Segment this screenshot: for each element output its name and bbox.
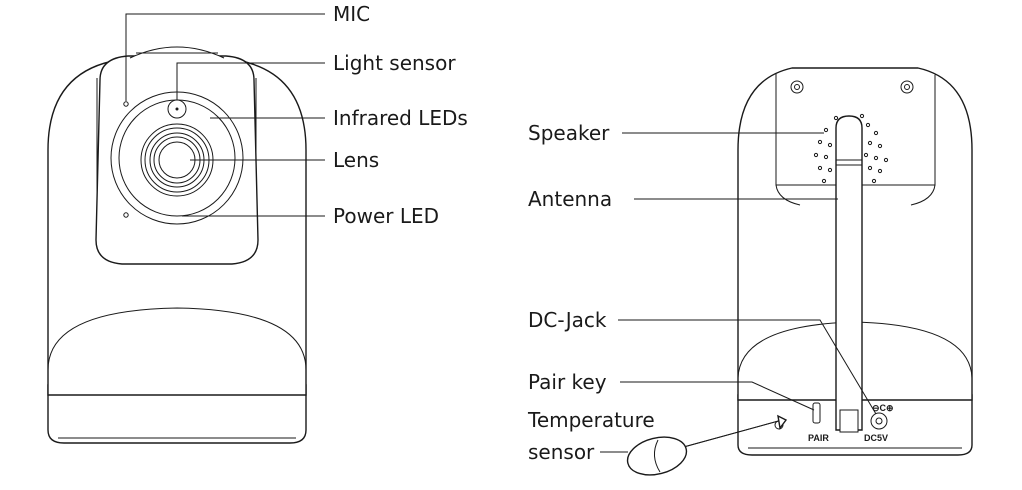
- probe-head: [626, 436, 688, 476]
- label-infrared-leds: Infrared LEDs: [333, 106, 468, 130]
- label-speaker: Speaker: [528, 121, 610, 145]
- antenna: [835, 115, 863, 431]
- label-pair-key: Pair key: [528, 370, 607, 394]
- label-power-led: Power LED: [333, 204, 439, 228]
- light-sensor-leader: [176, 62, 325, 100]
- front-base: [47, 384, 307, 444]
- camera-front-view: [47, 46, 307, 444]
- pair-key-button: [812, 402, 821, 424]
- label-mic: MIC: [333, 2, 370, 26]
- front-callout-lines: [125, 13, 325, 217]
- temperature-probe: [626, 414, 788, 476]
- port-label-pair: PAIR: [808, 433, 829, 443]
- label-sensor: sensor: [528, 440, 595, 464]
- lens-glass: [158, 141, 196, 179]
- antenna-hinge: [839, 409, 859, 433]
- mic-leader: [125, 13, 325, 101]
- label-light-sensor: Light sensor: [333, 51, 456, 75]
- label-dc-jack: DC-Jack: [528, 308, 607, 332]
- back-callout-lines: [600, 132, 877, 453]
- label-lens: Lens: [333, 148, 379, 172]
- dc-jack-leader: [618, 319, 877, 415]
- camera-back-view: PAIR DC5V ⊖C⊕: [737, 67, 973, 456]
- front-lower-curve: [47, 307, 307, 371]
- label-antenna: Antenna: [528, 187, 612, 211]
- label-temperature: Temperature: [527, 408, 655, 432]
- power-led-dot: [123, 212, 129, 218]
- speaker-grille: [813, 113, 889, 184]
- pair-key-leader: [620, 381, 815, 411]
- port-label-dc5v: DC5V: [864, 433, 888, 443]
- port-label-polarity: ⊖C⊕: [872, 403, 894, 413]
- mic-hole: [123, 101, 129, 107]
